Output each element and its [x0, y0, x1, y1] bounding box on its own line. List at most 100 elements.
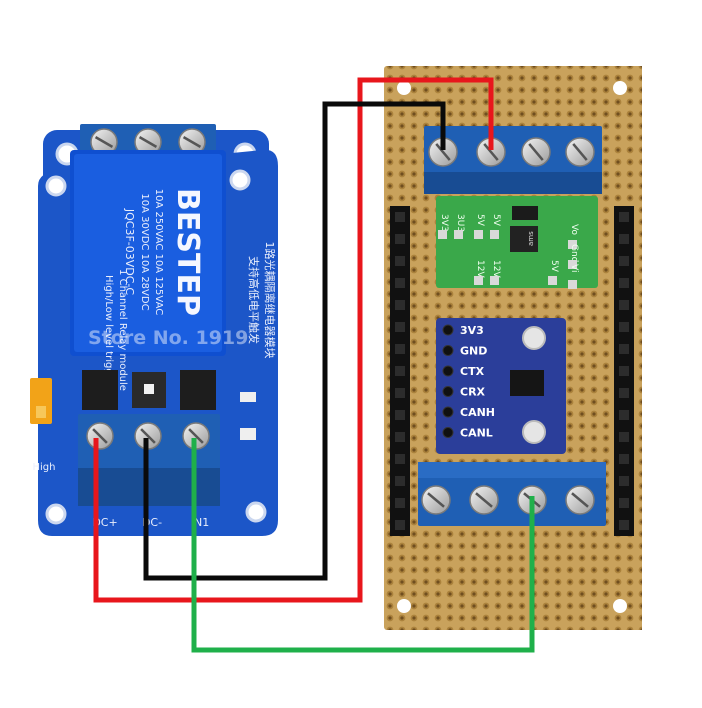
- header-left: [390, 206, 410, 536]
- can-mount-hole-bottom: [522, 420, 546, 444]
- dcdc-label: Vo: [569, 224, 579, 235]
- header-socket: [619, 322, 629, 332]
- can-pin: [442, 365, 454, 377]
- relay-rating-1: 10A 250VAC 10A 125VAC: [153, 189, 164, 316]
- wire-red: [93, 77, 494, 603]
- optocoupler: [82, 370, 118, 410]
- terminal-screw: [86, 422, 114, 450]
- wire-green: [191, 438, 535, 653]
- can-pin-label: CANL: [460, 427, 493, 440]
- dcdc-label: 3U3: [455, 214, 465, 232]
- terminal-block-top: [424, 126, 602, 194]
- header-socket: [395, 476, 405, 486]
- terminal-screw: [469, 485, 499, 515]
- can-pin: [442, 345, 454, 356]
- dcdc-chip: [510, 226, 538, 252]
- relay-body-detail: BESTEP 10A 250VAC 10A 125VAC 10A 30VDC 1…: [30, 124, 278, 537]
- dcdc-pad: [568, 240, 577, 249]
- dcdc-label: Vi: [569, 264, 579, 272]
- relay-model: JQC3F-03VDC-C: [123, 208, 136, 296]
- terminal-screw: [565, 485, 595, 515]
- can-pin: [442, 324, 454, 336]
- header-socket: [395, 498, 405, 508]
- dcdc-label: Gnd: [569, 244, 579, 262]
- header-socket: [619, 520, 629, 530]
- mount-hole-tr: [613, 81, 627, 95]
- can-pin: [442, 427, 454, 438]
- can-pin-label: CTX: [460, 365, 485, 378]
- dcdc-pad: [568, 260, 577, 269]
- mount-hole-tl: [397, 81, 411, 95]
- relay-cn-2: 支持高低电平触发: [247, 256, 261, 344]
- header-socket: [395, 366, 405, 376]
- header-socket: [395, 256, 405, 266]
- dcdc-label: 5V: [549, 260, 559, 273]
- header-socket: [395, 410, 405, 420]
- can-pin-label: GND: [460, 345, 487, 358]
- header-socket: [619, 300, 629, 310]
- trigger-jumper: [30, 378, 52, 424]
- dcdc-pad: [438, 230, 447, 239]
- dcdc-label: 5V: [491, 214, 501, 227]
- can-pin: [442, 386, 454, 397]
- header-socket: [395, 278, 405, 288]
- terminal-screw: [134, 422, 162, 450]
- header-socket: [395, 322, 405, 332]
- svg-text:ams: ams: [527, 231, 535, 246]
- dcdc-pad: [474, 230, 483, 239]
- mount-hole-br: [613, 599, 627, 613]
- header-socket: [395, 344, 405, 354]
- header-socket: [395, 432, 405, 442]
- dcdc-label: 12V: [475, 260, 485, 278]
- header-socket: [395, 212, 405, 222]
- header-socket: [619, 366, 629, 376]
- wire-black: [143, 101, 446, 581]
- dcdc-label: 3V3: [439, 214, 449, 232]
- can-pin-label: CRX: [460, 386, 486, 399]
- header-socket: [395, 300, 405, 310]
- relay-cube: BESTEP 10A 250VAC 10A 125VAC 10A 30VDC 1…: [70, 150, 226, 356]
- header-socket: [619, 256, 629, 266]
- header-socket: [395, 454, 405, 464]
- dcdc-pad: [548, 276, 557, 285]
- header-socket: [619, 498, 629, 508]
- header-socket: [619, 476, 629, 486]
- dcdc-pad: [490, 230, 499, 239]
- pin-dc-plus: DC+: [92, 516, 117, 529]
- can-pin: [442, 406, 454, 418]
- relay-cn-1: 1路光耦隔离继电器模块: [263, 242, 277, 359]
- header-socket: [619, 388, 629, 398]
- watermark: Store No. 1919: [88, 327, 248, 349]
- header-socket: [619, 410, 629, 420]
- header-socket: [619, 234, 629, 244]
- terminal-screw: [428, 137, 458, 167]
- terminal-screw: [521, 137, 551, 167]
- relay-desc-2: High/Low level trigger: [103, 275, 114, 386]
- mount-hole-bl: [397, 599, 411, 613]
- header-socket: [619, 212, 629, 222]
- header-right: [614, 206, 634, 536]
- relay-brand: BESTEP: [170, 188, 205, 316]
- jumper-label: High: [33, 462, 56, 473]
- relay-desc-1: 1 Channel Relay module: [117, 269, 128, 391]
- terminal-screw: [421, 485, 451, 515]
- terminal-block-bottom: [418, 462, 606, 526]
- can-chip: [510, 370, 544, 396]
- dcdc-label: 5V: [475, 214, 485, 227]
- dcdc-pad: [474, 276, 483, 285]
- dcdc-pad: [568, 280, 577, 289]
- optocoupler: [180, 370, 216, 410]
- header-socket: [395, 234, 405, 244]
- dcdc-pad: [490, 276, 499, 285]
- dcdc-pad: [454, 230, 463, 239]
- header-socket: [619, 432, 629, 442]
- can-pin-label: 3V3: [460, 324, 484, 337]
- wires: [93, 77, 535, 653]
- dcdc-label: 12V: [491, 260, 501, 278]
- header-socket: [619, 454, 629, 464]
- header-socket: [619, 344, 629, 354]
- header-socket: [395, 520, 405, 530]
